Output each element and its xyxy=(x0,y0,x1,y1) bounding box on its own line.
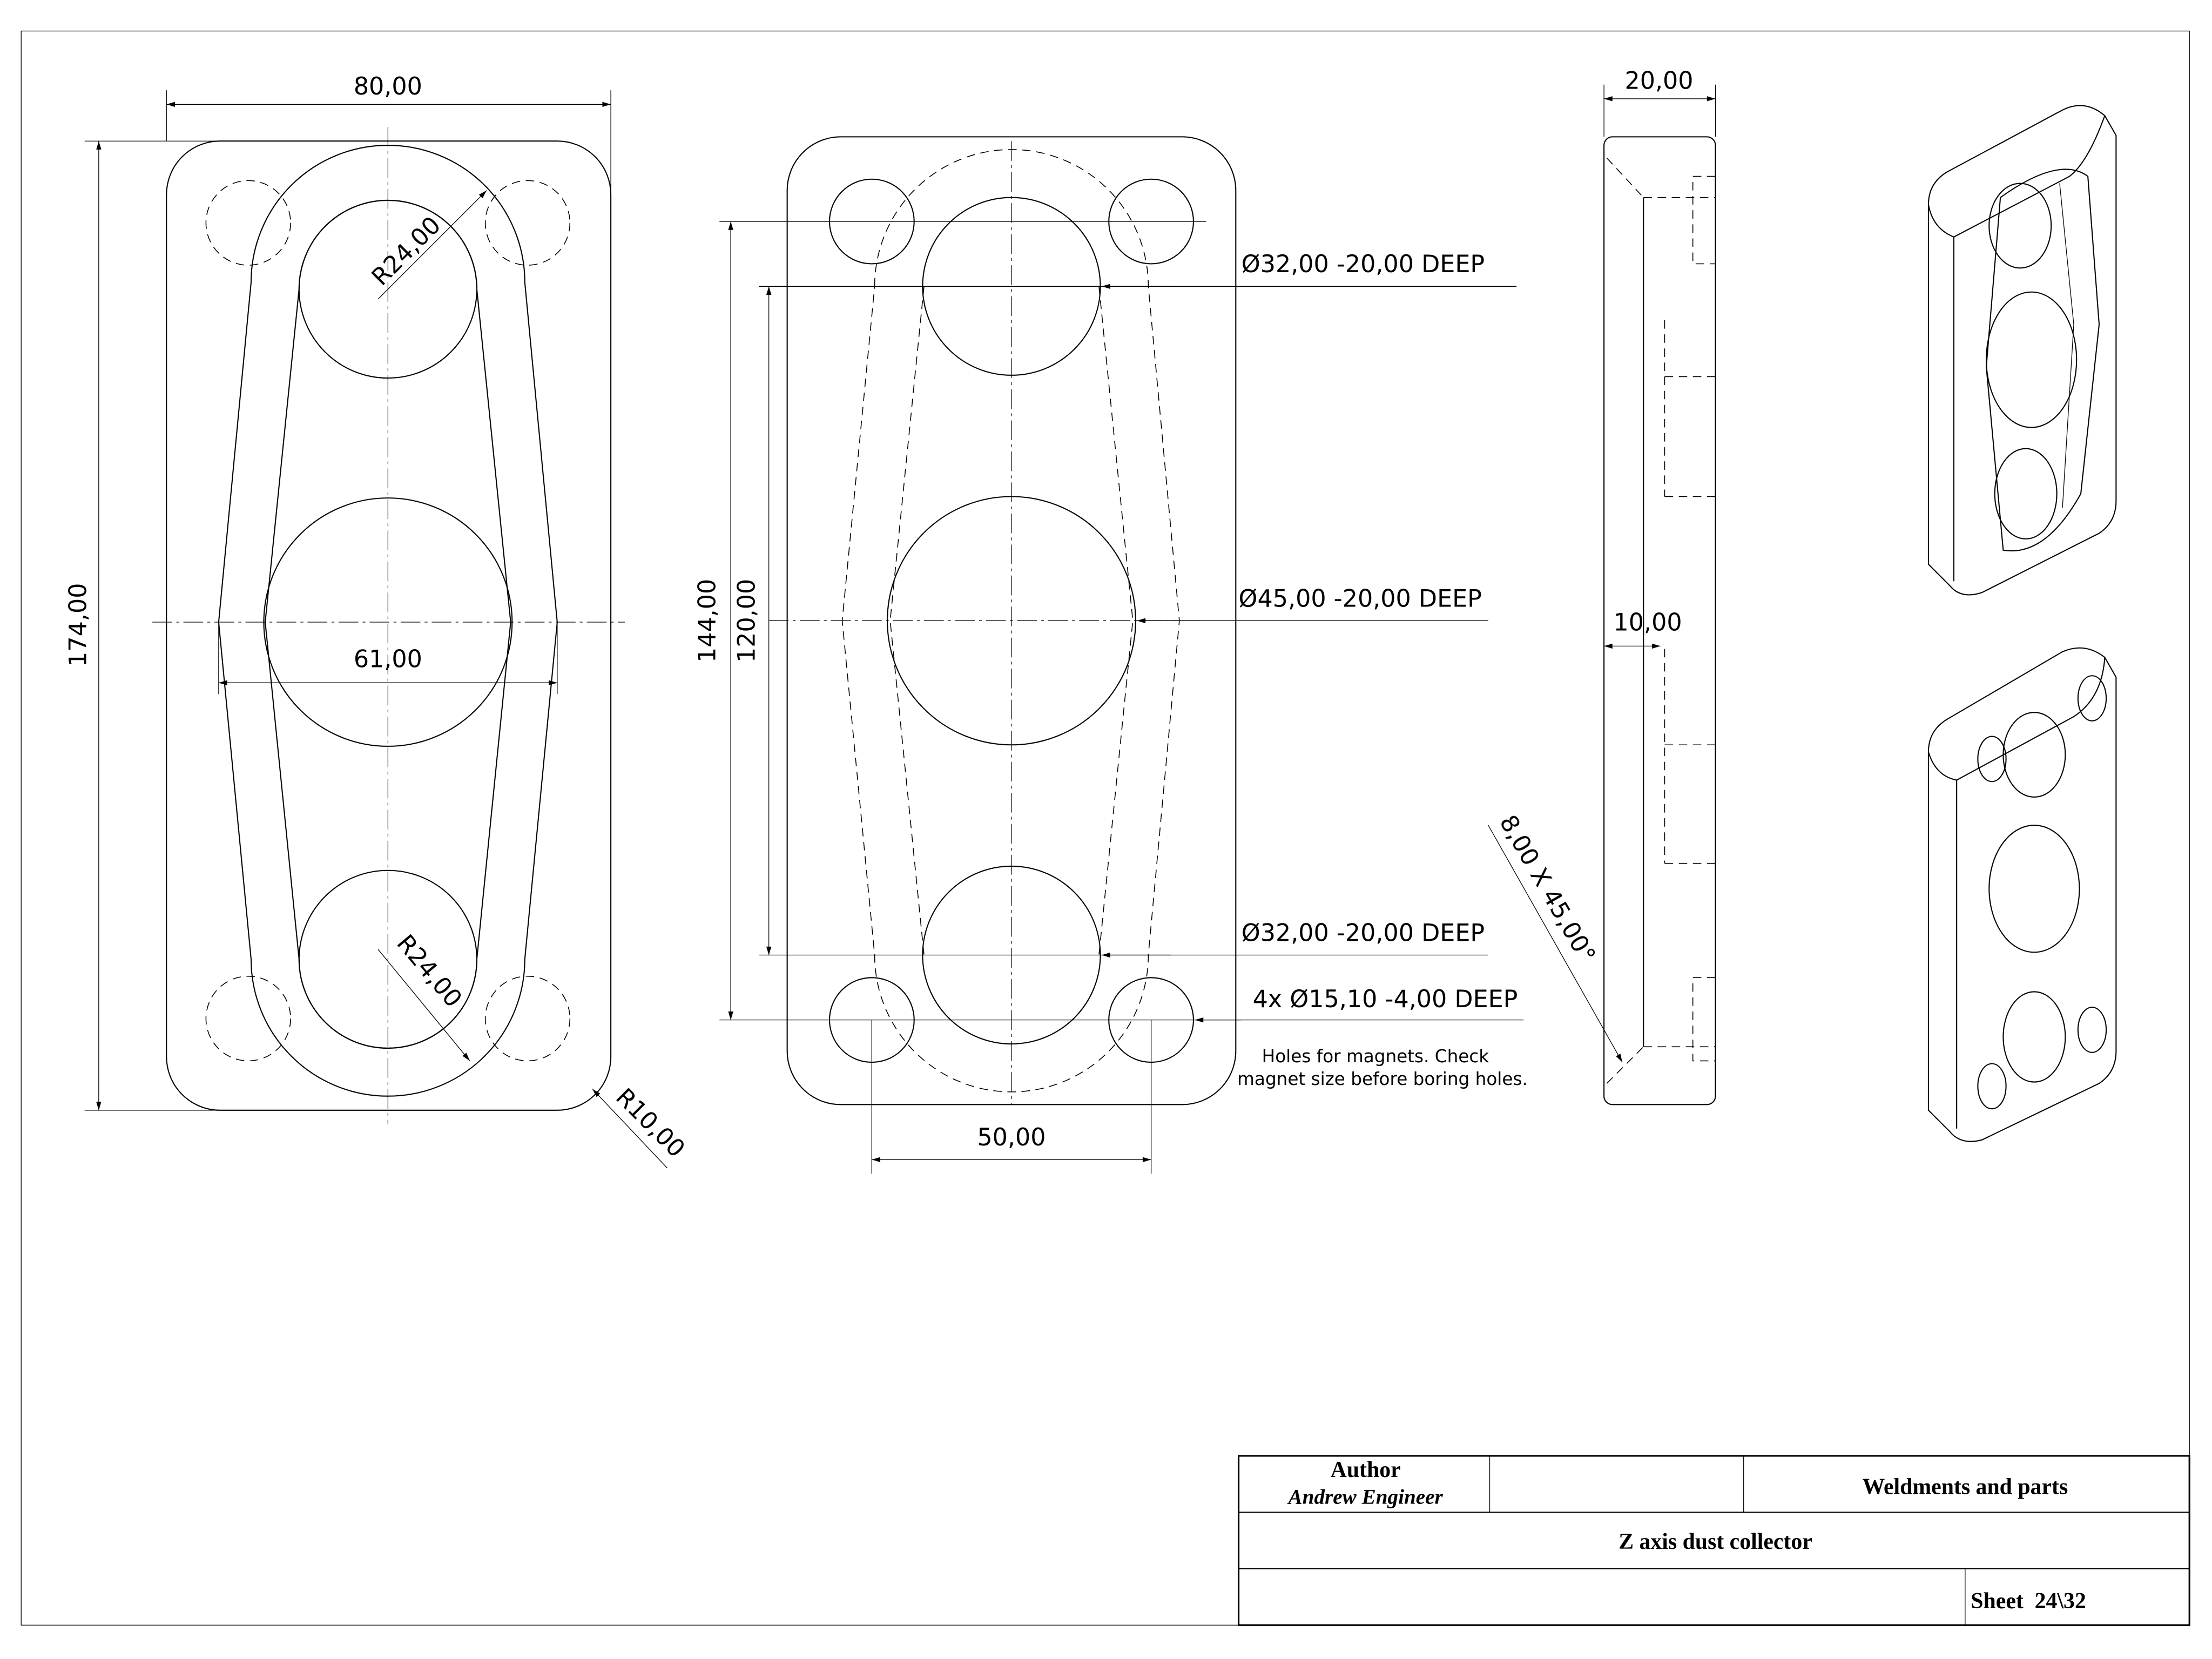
isometric-view-bottom xyxy=(1927,647,2117,1142)
dim-depth: 10,00 xyxy=(1614,609,1682,637)
dim-radius-top: R24,00 xyxy=(367,211,447,291)
plate-outline xyxy=(166,140,612,1111)
dim-height: 174,00 xyxy=(64,583,92,667)
front-view: 80,00 174,00 61,00 R24,00 R24,00 R10,00 xyxy=(64,73,690,1169)
magnet-note: Holes for magnets. Check xyxy=(1262,1046,1489,1067)
dim-inner-spacing: 120,00 xyxy=(733,579,761,663)
magnet-hole-hidden xyxy=(205,975,291,1062)
magnet-hole-hidden xyxy=(484,180,571,266)
magnet-hole-hidden xyxy=(484,975,571,1062)
radius-leader xyxy=(592,1089,668,1169)
sheet-border xyxy=(21,30,2190,1626)
dim-chamfer: 8,00 X 45,00° xyxy=(1494,811,1601,968)
side-outline xyxy=(1603,136,1716,1105)
chamfer-leader xyxy=(1488,825,1623,1063)
callout-magnet-holes: 4x Ø15,10 -4,00 DEEP xyxy=(1253,986,1518,1013)
sheet-number: Sheet 24\32 xyxy=(1971,1589,2086,1614)
dim-radius-bottom: R24,00 xyxy=(391,929,467,1013)
callout-top-hole: Ø32,00 -20,00 DEEP xyxy=(1242,251,1485,278)
dim-thickness: 20,00 xyxy=(1624,68,1693,95)
callout-bottom-hole: Ø32,00 -20,00 DEEP xyxy=(1242,919,1485,947)
hole-bottom xyxy=(298,869,477,1049)
dim-magnet-spacing: 50,00 xyxy=(977,1124,1046,1151)
radius-leader xyxy=(377,190,487,300)
magnet-note: magnet size before boring holes. xyxy=(1237,1069,1528,1089)
drawing-title: Z axis dust collector xyxy=(1618,1529,1812,1554)
callout-middle-hole: Ø45,00 -20,00 DEEP xyxy=(1239,585,1482,612)
author-label: Author xyxy=(1331,1458,1401,1482)
isometric-view-top xyxy=(1927,105,2117,596)
slot-outer xyxy=(218,145,558,1097)
side-view: 20,00 10,00 8,00 X 45,00° xyxy=(1488,68,1716,1105)
category: Weldments and parts xyxy=(1862,1474,2068,1499)
author-name: Andrew Engineer xyxy=(1287,1486,1444,1509)
title-block: Author Andrew Engineer Weldments and par… xyxy=(1237,1455,2190,1626)
dim-slot-width: 61,00 xyxy=(354,646,422,673)
dim-width: 80,00 xyxy=(354,73,422,100)
magnet-hole-hidden xyxy=(205,180,291,266)
dim-outer-spacing: 144,00 xyxy=(693,579,721,663)
radius-leader xyxy=(377,949,470,1061)
dim-corner-radius: R10,00 xyxy=(610,1083,690,1163)
back-view: 144,00 120,00 50,00 Ø32,00 -20,00 DEEP Ø… xyxy=(693,136,1528,1174)
